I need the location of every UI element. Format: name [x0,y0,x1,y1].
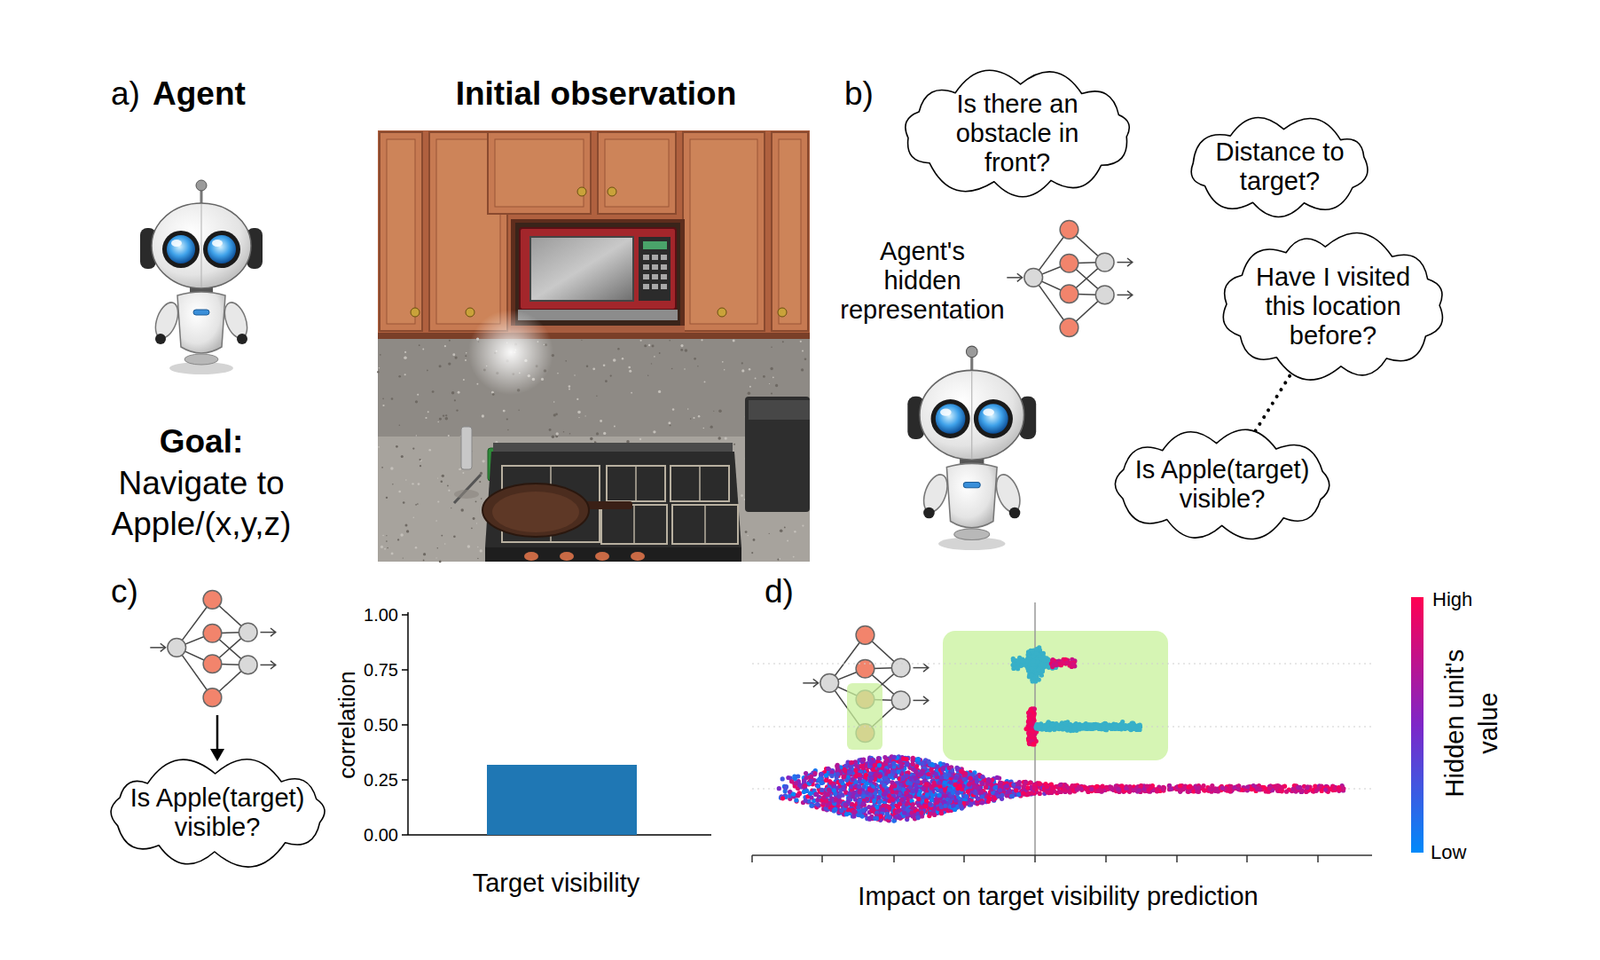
figure-stage: a)AgentInitial observationGoal:Navigate … [0,0,1600,960]
